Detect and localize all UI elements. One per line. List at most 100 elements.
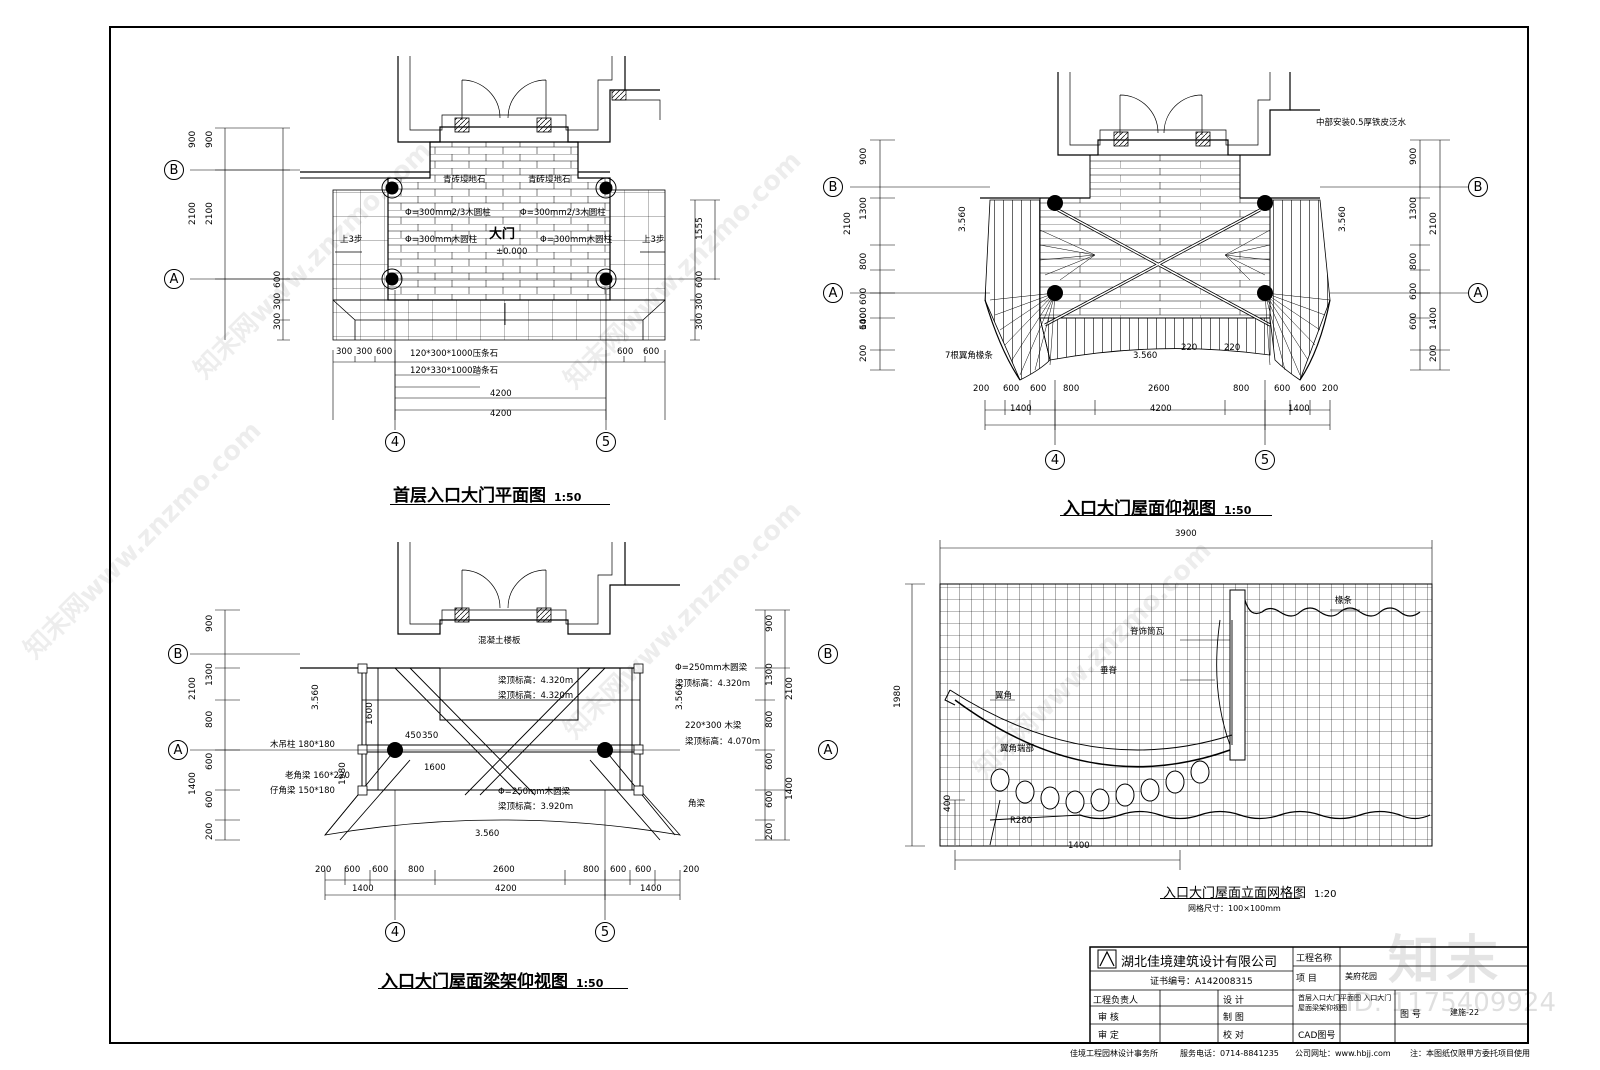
dimension-label: 300 [695, 292, 705, 310]
tb-r3b: 校 对 [1223, 1031, 1244, 1041]
dimension-label: 3.560 [1338, 206, 1348, 232]
dimension-label: 400 [943, 794, 953, 812]
dimension-label: 1400 [785, 777, 795, 800]
annotation-label: 1400 [1068, 841, 1090, 851]
axis-bubble-a: A [168, 740, 188, 760]
annotation-label: 垂脊 [1100, 666, 1118, 676]
annotation-label: 上3步 [340, 235, 363, 245]
annotation-label: 木吊柱 180*180 [270, 740, 335, 750]
annotation-label: Φ=300mm2/3木圆柱 [405, 208, 491, 218]
dimension-label: 1300 [205, 663, 215, 686]
drawing-name: 首层入口大门平面图 入口大门屋面梁架仰视图 [1298, 994, 1392, 1012]
dimension-label: 2100 [785, 677, 795, 700]
annotation-label: 600 [635, 865, 652, 875]
annotation-label: 600 [643, 347, 660, 357]
cert-number: 证书编号：A142008315 [1150, 977, 1253, 987]
dimension-label: 3.560 [675, 684, 685, 710]
annotation-label: 1400 [1010, 404, 1032, 414]
annotation-label: 220 [1224, 343, 1241, 353]
annotation-label: 1400 [640, 884, 662, 894]
annotation-label: ±0.000 [496, 247, 528, 257]
dimension-label: 800 [205, 710, 215, 728]
annotation-label: 300 [356, 347, 373, 357]
annotation-label: 600 [1030, 384, 1047, 394]
annotation-label: 梁顶标高：3.920m [498, 802, 574, 812]
grid-title-underline [1160, 898, 1300, 899]
annotation-label: 2600 [493, 865, 515, 875]
plan-drawing [190, 56, 720, 430]
dimension-label: 900 [188, 130, 198, 148]
annotation-label: 2600 [1148, 384, 1170, 394]
dimension-label: 3.560 [311, 684, 321, 710]
annotation-label: 600 [372, 865, 389, 875]
dimension-label: 900 [765, 614, 775, 632]
annotation-label: 4200 [1150, 404, 1172, 414]
annotation-label: 200 [973, 384, 990, 394]
annotation-label: Φ=250mm木圆梁 [675, 663, 748, 673]
annotation-label: 600 [1300, 384, 1317, 394]
annotation-label: Φ=300mm2/3木圆柱 [520, 208, 606, 218]
annotation-label: 450 [405, 731, 422, 741]
roof-ceiling-drawing [850, 72, 1470, 445]
annotation-label: 120*330*1000踏条石 [410, 366, 499, 376]
annotation-label: 200 [683, 865, 700, 875]
dimension-label: 200 [205, 822, 215, 840]
dimension-label: 600 [205, 752, 215, 770]
dimension-label: 1400 [188, 772, 198, 795]
dimension-label: 900 [205, 130, 215, 148]
axis-bubble-5: 5 [1255, 450, 1275, 470]
dimension-label: 600 [765, 790, 775, 808]
axis-bubble-b: B [818, 644, 838, 664]
annotation-label: 300 [336, 347, 353, 357]
project-value: 美府花园 [1345, 972, 1377, 981]
plan-title-underline [390, 502, 610, 505]
axis-bubble-a: A [818, 740, 838, 760]
dimension-label: 800 [1409, 252, 1419, 270]
annotation-label: 220 [1181, 343, 1198, 353]
annotation-label: 800 [583, 865, 600, 875]
annotation-label: 200 [315, 865, 332, 875]
dimension-label: 600 [1409, 312, 1419, 330]
annotation-label: 梁顶标高：4.320m [498, 691, 574, 701]
dimension-label: 1400 [859, 307, 869, 330]
axis-bubble-b: B [168, 644, 188, 664]
dimension-label: 2100 [843, 212, 853, 235]
annotation-label: 3.560 [1133, 351, 1158, 361]
annotation-label: 120*300*1000压条石 [410, 349, 499, 359]
tb-r1a: 工程负责人 [1093, 996, 1139, 1006]
dimension-label: 1980 [338, 762, 348, 785]
dimension-label: 200 [859, 344, 869, 362]
footer-4: 注：本图纸仅限甲方委托项目使用 [1410, 1049, 1530, 1058]
dimension-label: 1600 [365, 702, 375, 725]
footer-3: 公司网址：www.hbjj.com [1295, 1049, 1391, 1058]
title-block [1089, 946, 1529, 1044]
annotation-label: 1600 [424, 763, 446, 773]
beam-title-underline [378, 988, 628, 989]
annotation-label: 翼角 [995, 691, 1013, 701]
dimension-label: 600 [859, 287, 869, 305]
annotation-label: 4200 [490, 389, 512, 399]
dimension-label: 800 [765, 710, 775, 728]
annotation-label: 600 [1003, 384, 1020, 394]
beam-ceiling-drawing [190, 542, 790, 920]
dimension-label: 300 [695, 312, 705, 330]
annotation-label: 1400 [352, 884, 374, 894]
tb-r2b: 制 图 [1223, 1013, 1244, 1023]
annotation-label: Φ=250mm木圆梁 [498, 787, 571, 797]
annotation-label: 3900 [1175, 529, 1197, 539]
annotation-label: 中部安装0.5厚铁皮泛水 [1316, 118, 1407, 128]
annotation-label: 220*300 木梁 [685, 721, 742, 731]
tb-r1b: 设 计 [1223, 996, 1244, 1006]
axis-bubble-b: B [823, 177, 843, 197]
footer-1: 佳境工程园林设计事务所 [1070, 1049, 1158, 1058]
annotation-label: 600 [1274, 384, 1291, 394]
tb-r2a: 审 核 [1098, 1013, 1119, 1023]
dimension-label: 2100 [205, 202, 215, 225]
annotation-label: 翼角端部 [1000, 744, 1035, 754]
annotation-label: R280 [1010, 816, 1033, 826]
sheet-border [109, 26, 1529, 1044]
tb-r3a: 审 定 [1098, 1031, 1119, 1041]
